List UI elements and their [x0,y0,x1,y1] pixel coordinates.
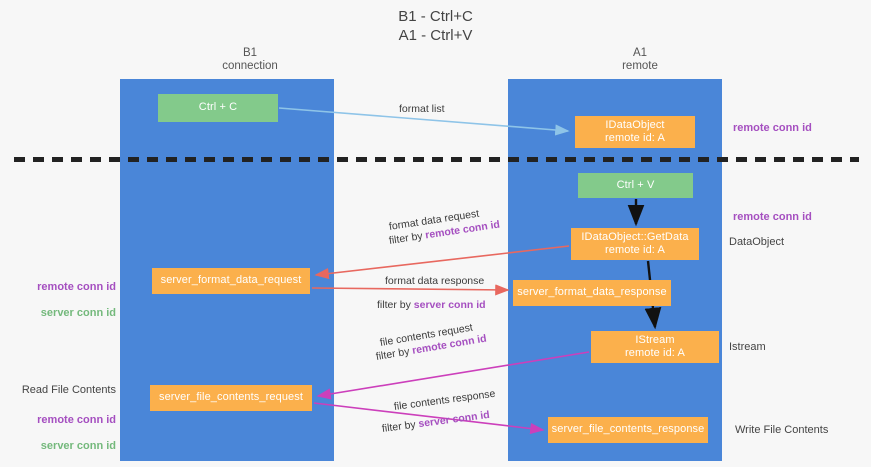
edge-label-format-data-response: format data response [385,275,485,287]
legend-conn-ids-middle: remote conn id server conn id [18,268,116,333]
node-server-file-contents-response[interactable]: server_file_contents_response [548,417,708,443]
node-idataobject-getdata[interactable]: IDataObject::GetData remote id: A [571,228,699,260]
annotation-istream: Istream [729,341,766,353]
annotation-remote-conn-id-mid: remote conn id [733,211,812,223]
node-server-format-data-response[interactable]: server_format_data_response [513,280,671,306]
server-conn-id-inline: server conn id [413,299,486,311]
legend-remote-conn-id: remote conn id [37,414,116,426]
legend-remote-conn-id: remote conn id [37,281,116,293]
annotation-dataobject: DataObject [729,236,785,248]
filter-by-text: filter by [377,299,414,311]
legend-conn-ids-bottom: remote conn id server conn id [18,401,116,466]
legend-server-conn-id: server conn id [40,440,116,452]
node-ctrl-c[interactable]: Ctrl + C [158,94,278,122]
node-ctrl-v[interactable]: Ctrl + V [578,173,693,198]
annotation-write-file-contents: Write File Contents [735,424,829,436]
edge-label-filter-server-1: filter by server conn id [377,298,486,312]
edge-label-format-list: format list [399,103,445,115]
annotation-remote-conn-id-top: remote conn id [733,122,812,134]
page-title: B1 - Ctrl+C A1 - Ctrl+V [398,8,473,44]
node-server-file-contents-request[interactable]: server_file_contents_request [150,385,312,411]
node-server-format-data-request[interactable]: server_format_data_request [152,268,310,294]
column-header-b1: B1 connection [222,47,278,72]
node-istream[interactable]: IStream remote id: A [591,331,719,363]
column-header-a1: A1 remote [622,47,658,72]
annotation-read-file-contents: Read File Contents [21,384,116,396]
legend-server-conn-id: server conn id [40,307,116,319]
section-divider [14,157,859,162]
node-idataobject[interactable]: IDataObject remote id: A [575,116,695,148]
